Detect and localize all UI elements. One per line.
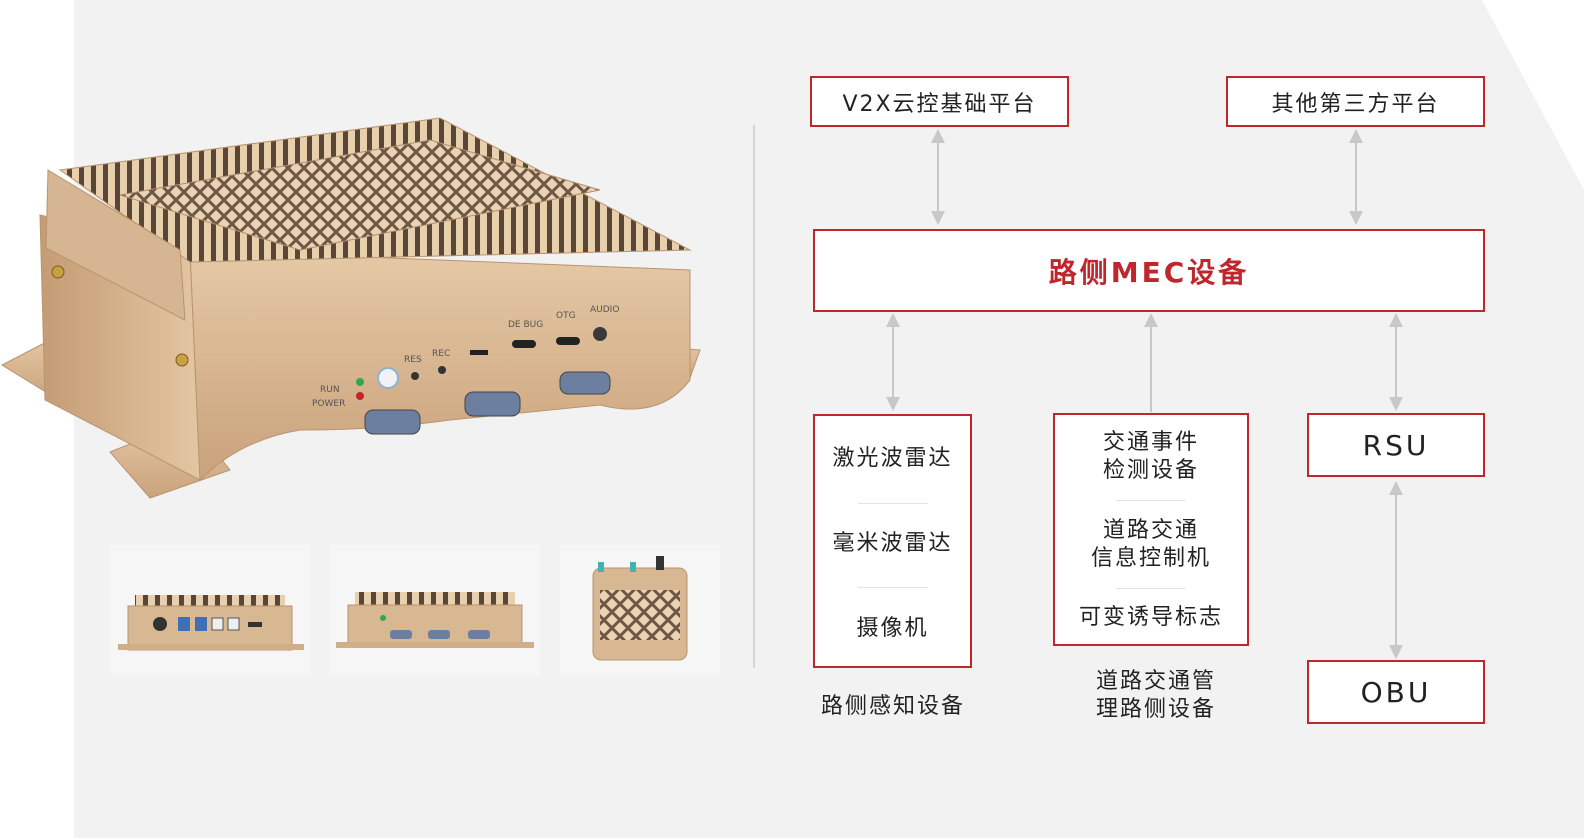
traffic-caption-line1: 道路交通管 <box>1095 669 1216 694</box>
device-photo-main: RUN POWER RES REC DE BUG OTG AUDIO <box>0 117 701 499</box>
res-label: RES <box>404 355 422 365</box>
perception-caption: 路侧感知设备 <box>820 694 965 719</box>
traffic-devices-box: 交通事件 检测设备 道路交通 信息控制机 可变诱导标志 <box>1053 413 1249 646</box>
otg-label: OTG <box>556 311 576 321</box>
event-detection-line2: 检测设备 <box>1102 458 1199 483</box>
run-label: RUN <box>320 385 340 395</box>
camera-item: 摄像机 <box>856 616 929 641</box>
variable-sign-item: 可变诱导标志 <box>1078 605 1223 630</box>
rec-label: REC <box>432 349 450 359</box>
thumbnail-top-view <box>592 556 688 661</box>
separator <box>857 503 928 504</box>
signal-controller-line1: 道路交通 <box>1102 518 1199 543</box>
obu-box: OBU <box>1307 660 1485 724</box>
thumbnail-front-view <box>336 592 534 648</box>
rsu-box: RSU <box>1307 413 1485 477</box>
debug-label: DE BUG <box>508 320 543 330</box>
v2x-platform-box: V2X云控基础平台 <box>810 76 1069 127</box>
separator <box>1116 588 1186 589</box>
perception-devices-box: 激光波雷达 毫米波雷达 摄像机 <box>813 414 972 668</box>
lidar-item: 激光波雷达 <box>832 446 953 471</box>
mmwave-radar-item: 毫米波雷达 <box>832 531 953 556</box>
mec-device-label: 路侧MEC设备 <box>1048 255 1250 289</box>
rsu-label: RSU <box>1362 428 1430 462</box>
separator <box>1116 500 1186 501</box>
power-label: POWER <box>312 399 345 409</box>
mec-device-box: 路侧MEC设备 <box>813 229 1485 312</box>
event-detection-line1: 交通事件 <box>1102 430 1199 455</box>
obu-label: OBU <box>1360 675 1432 709</box>
device-thumbnails <box>110 545 720 675</box>
thumbnail-rear-view <box>118 595 304 651</box>
separator <box>857 587 928 588</box>
traffic-caption-line2: 理路侧设备 <box>1095 697 1216 722</box>
third-party-platform-label: 其他第三方平台 <box>1271 91 1440 117</box>
signal-controller-line2: 信息控制机 <box>1090 546 1211 571</box>
v2x-platform-label: V2X云控基础平台 <box>842 91 1037 117</box>
audio-label: AUDIO <box>590 305 619 315</box>
third-party-platform-box: 其他第三方平台 <box>1226 76 1485 127</box>
